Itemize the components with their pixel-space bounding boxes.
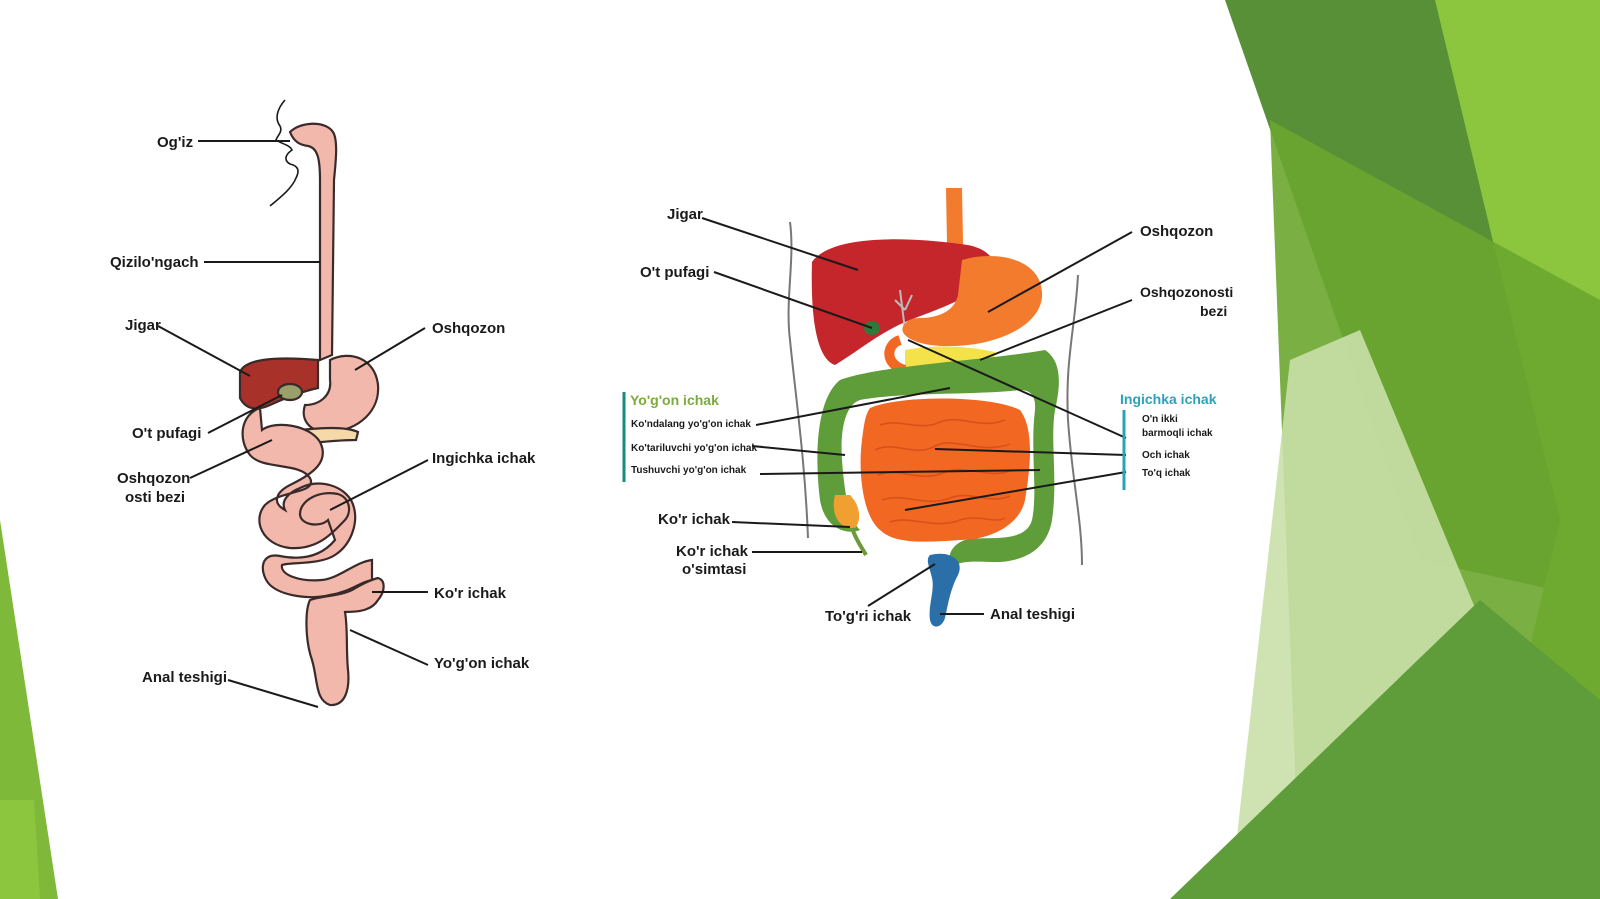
large-intestine-left [305,576,385,707]
colon-right [817,350,1059,565]
small-intestine-left [241,406,374,599]
label-yogon-ichak-title: Yo'g'on ichak [630,392,719,408]
body-outline-right [1066,274,1083,566]
green-shape-bottom-right [1170,600,1600,899]
label-anal-teshigi-right: Anal teshigi [990,606,1075,623]
left-digestive-diagram: Og'iz Qizilo'ngach Jigar Oshqozon O't pu… [110,99,536,708]
label-tushuvchi: Tushuvchi yo'g'on ichak [631,465,747,476]
label-oshqozon-osti-2: osti bezi [125,489,185,506]
label-jigar-right: Jigar [667,206,703,223]
face-profile [269,99,299,207]
duodenum-right [884,335,907,375]
label-ingichka-ichak-left: Ingichka ichak [432,450,536,467]
bile-duct [894,289,913,331]
label-och-ichak: Och ichak [1142,450,1190,461]
liver-left [238,357,320,410]
body-outline-left [787,221,809,539]
label-oshqozonosti-2: bezi [1200,303,1227,319]
label-ogiz: Og'iz [157,134,193,151]
label-oshqozon-osti-1: Oshqozon [117,470,190,487]
label-kotariluvchi: Ko'tariluvchi yo'g'on ichak [631,443,757,454]
label-oshqozon-right: Oshqozon [1140,223,1213,240]
rectum-right [927,553,960,627]
small-intestine-right [860,398,1030,542]
label-oshqozonosti-1: Oshqozonosti [1140,284,1233,300]
cecum-right [833,495,860,529]
label-kor-ichak-osimtasi-2: o'simtasi [682,561,746,578]
label-ot-pufagi-left: O't pufagi [132,425,201,442]
label-kor-ichak-osimtasi-1: Ko'r ichak [676,543,749,560]
label-anal-teshigi-left: Anal teshigi [142,669,227,686]
label-ot-pufagi-right: O't pufagi [640,264,709,281]
label-on-ikki: O'n ikki [1142,414,1178,425]
label-yogon-ichak-left: Yo'g'on ichak [434,655,530,672]
white-wedge-left [0,800,40,899]
stomach-right [902,255,1043,347]
esophagus [288,122,338,362]
label-togri-ichak: To'g'ri ichak [825,608,912,625]
label-jigar-left: Jigar [125,317,161,334]
label-oshqozon-left: Oshqozon [432,320,505,337]
gallbladder-left [276,382,304,402]
appendix-right [850,527,868,556]
label-kor-ichak-right: Ko'r ichak [658,511,731,528]
label-barmoqli: barmoqli ichak [1142,428,1213,439]
label-toq-ichak: To'q ichak [1142,468,1191,479]
label-ingichka-ichak-title: Ingichka ichak [1120,391,1217,407]
label-kor-ichak-left: Ko'r ichak [434,585,507,602]
label-kondalang: Ko'ndalang yo'g'on ichak [631,419,751,430]
small-intestine-texture [874,418,1013,525]
label-qizilongach: Qizilo'ngach [110,254,199,271]
right-digestive-diagram: Jigar O't pufagi Oshqozon Oshqozonosti b… [622,188,1233,627]
